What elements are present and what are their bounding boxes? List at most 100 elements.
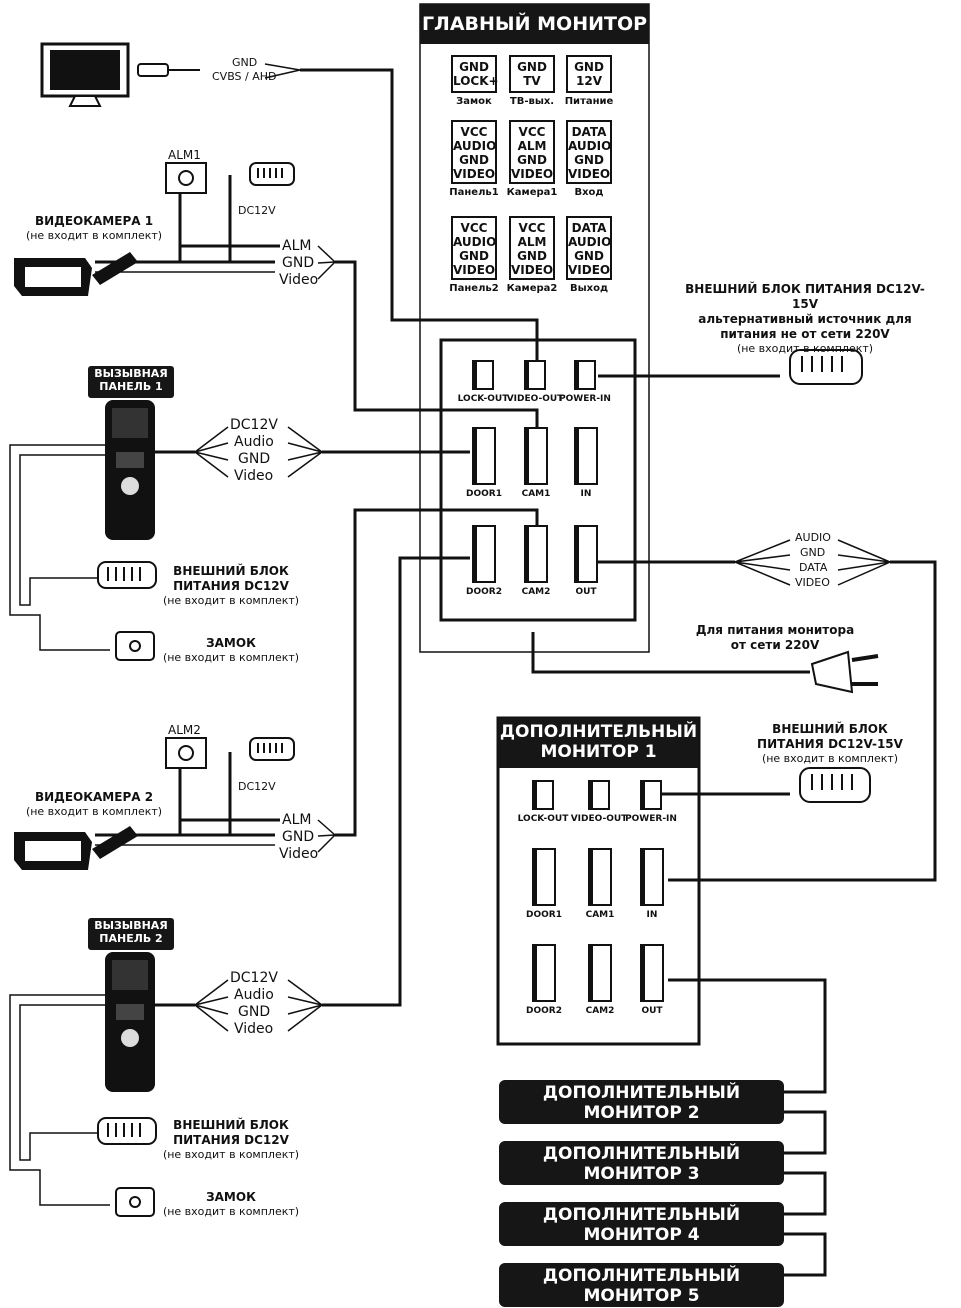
aux1-connector-label: IN <box>646 910 658 920</box>
terminal-pin-label: GND <box>517 249 547 263</box>
main-monitor-title: ГЛАВНЫЙ МОНИТОР <box>420 4 649 44</box>
aux1-connector-icon <box>588 944 612 1002</box>
terminal-pin-label: VIDEO <box>511 167 554 181</box>
aux1-connector-label: DOOR2 <box>526 1006 562 1016</box>
terminal-pin-label: AUDIO <box>453 139 497 153</box>
main-connector-icon <box>574 525 598 583</box>
main-connector-label: LOCK-OUT <box>457 394 509 404</box>
aux1-connector-label: POWER-IN <box>625 814 677 824</box>
aux-monitor-3: ДОПОЛНИТЕЛЬНЫЙ МОНИТОР 3 <box>499 1141 784 1185</box>
tv-cvbs-label: CVBS / AHD <box>212 70 277 83</box>
call-panel2-icon <box>105 952 155 1092</box>
terminal-pin-label: GND <box>574 60 604 74</box>
terminal-pin-label: VIDEO <box>511 263 554 277</box>
terminal-caption: Камера1 <box>506 187 558 198</box>
aux-ext-psu-icon <box>799 767 871 803</box>
panel1-psu-icon <box>97 561 157 589</box>
aux1-connector-icon <box>532 848 556 906</box>
bus-wire-video: VIDEO <box>795 576 830 589</box>
cam1-psu-icon <box>249 162 295 186</box>
cam2-wire-video: Video <box>279 846 319 862</box>
terminal-caption: ТВ-вых. <box>509 96 555 107</box>
call-panel1-icon <box>105 400 155 540</box>
main-connector-icon <box>574 360 596 390</box>
panel2-wire-audio: Audio <box>234 987 274 1003</box>
panel2-wire-video: Video <box>234 1021 274 1037</box>
main-ext-psu-label: ВНЕШНИЙ БЛОК ПИТАНИЯ DC12V-15V альтернат… <box>685 282 925 355</box>
alm2-box <box>165 737 207 769</box>
terminal-pin-label: 12V <box>576 74 602 88</box>
tv-monitor-icon <box>40 42 200 107</box>
camera1-icon <box>14 252 138 296</box>
tv-gnd-label: GND <box>232 56 258 69</box>
camera2-label: ВИДЕОКАМЕРА 2(не входит в комплект) <box>25 790 163 818</box>
aux1-connector-label: CAM1 <box>585 910 615 920</box>
cam1-power-label: DC12V <box>238 204 276 217</box>
terminal-pin-label: LOCK+ <box>453 74 499 88</box>
terminal-pin-label: VCC <box>518 221 546 235</box>
mains-label: Для питания монитора от сети 220V <box>695 623 855 652</box>
main-connector-icon <box>472 360 494 390</box>
main-connector-icon <box>524 525 548 583</box>
lock1-icon <box>115 631 155 661</box>
terminal-pin-label: GND <box>459 249 489 263</box>
terminal-pin-label: GND <box>459 60 489 74</box>
panel1-title: ВЫЗЫВНАЯ ПАНЕЛЬ 1 <box>88 366 174 398</box>
panel2-wire-gnd: GND <box>238 1004 271 1020</box>
panel2-psu-icon <box>97 1117 157 1145</box>
main-connector-icon <box>524 360 546 390</box>
aux1-connector-icon <box>532 944 556 1002</box>
aux1-connector-icon <box>588 848 612 906</box>
panel1-psu-label: ВНЕШНИЙ БЛОК ПИТАНИЯ DC12V(не входит в к… <box>162 564 300 607</box>
aux1-title: ДОПОЛНИТЕЛЬНЫЙ МОНИТОР 1 <box>498 718 699 768</box>
terminal-pin-label: VCC <box>518 125 546 139</box>
main-connector-label: IN <box>580 489 592 499</box>
terminal-pin-label: VIDEO <box>568 167 611 181</box>
panel2-psu-label: ВНЕШНИЙ БЛОК ПИТАНИЯ DC12V(не входит в к… <box>162 1118 300 1161</box>
terminal-pin-label: AUDIO <box>568 139 612 153</box>
main-connector-label: POWER-IN <box>559 394 611 404</box>
aux1-connector-icon <box>640 944 664 1002</box>
terminal-pin-label: ALM <box>517 235 547 249</box>
aux1-connector-icon <box>640 780 662 810</box>
terminal-pin-label: ALM <box>517 139 547 153</box>
cam2-power-label: DC12V <box>238 780 276 793</box>
aux1-connector-label: CAM2 <box>585 1006 615 1016</box>
terminal-pin-label: GND <box>517 153 547 167</box>
terminal-pin-label: DATA <box>571 125 607 139</box>
terminal-pin-label: VCC <box>460 221 488 235</box>
panel1-wire-video: Video <box>234 468 274 484</box>
terminal-caption: Питание <box>564 96 614 107</box>
panel1-wire-gnd: GND <box>238 451 271 467</box>
main-connector-label: CAM1 <box>521 489 551 499</box>
aux1-connector-icon <box>640 848 664 906</box>
cam1-wire-video: Video <box>279 272 319 288</box>
terminal-pin-label: VCC <box>460 125 488 139</box>
terminal-pin-label: DATA <box>571 221 607 235</box>
camera2-icon <box>14 826 138 870</box>
cam2-wire-gnd: GND <box>282 829 315 845</box>
alm1-label: ALM1 <box>168 148 201 162</box>
panel1-lock-label: ЗАМОК(не входит в комплект) <box>162 636 300 664</box>
panel2-lock-label: ЗАМОК(не входит в комплект) <box>162 1190 300 1218</box>
main-connector-label: DOOR2 <box>466 587 502 597</box>
lock2-icon <box>115 1187 155 1217</box>
terminal-pin-label: GND <box>574 153 604 167</box>
terminal-pin-label: TV <box>523 74 541 88</box>
bus-wire-audio: AUDIO <box>795 531 831 544</box>
panel1-wire-audio: Audio <box>234 434 274 450</box>
main-ext-psu-icon <box>789 349 863 385</box>
main-connector-label: DOOR1 <box>466 489 502 499</box>
terminal-pin-label: VIDEO <box>568 263 611 277</box>
mains-plug-icon <box>810 650 879 694</box>
aux1-connector-label: VIDEO-OUT <box>570 814 628 824</box>
terminal-pin-label: AUDIO <box>568 235 612 249</box>
terminal-pin-label: GND <box>459 153 489 167</box>
